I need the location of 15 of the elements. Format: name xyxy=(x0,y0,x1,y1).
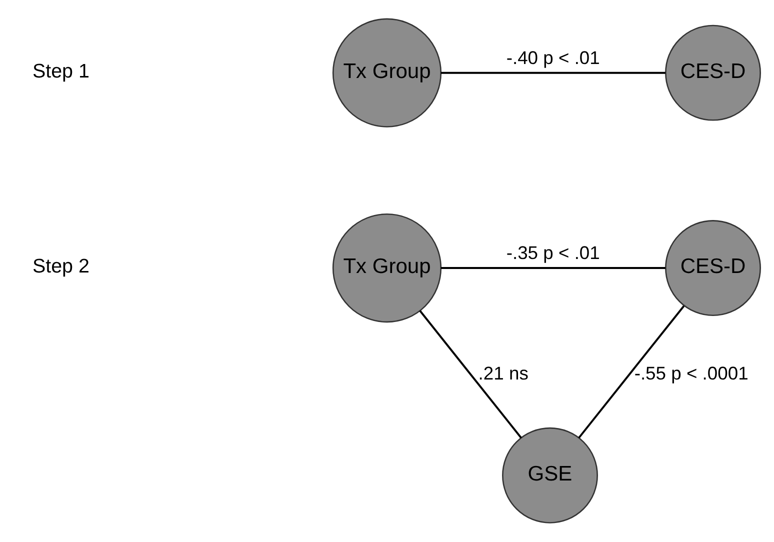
connector xyxy=(419,310,522,438)
edge-label: -.40 p < .01 xyxy=(506,46,600,68)
label: Step 2 xyxy=(32,256,90,278)
node-circle: GSE xyxy=(502,427,598,524)
edge-label: -.35 p < .01 xyxy=(506,242,600,264)
node-circle: Tx Group xyxy=(332,18,442,128)
label: Step 1 xyxy=(32,60,90,82)
node-circle: Tx Group xyxy=(332,213,442,323)
edge-label: .21 ns xyxy=(478,362,528,384)
node-circle: CES-D xyxy=(665,220,761,316)
connector xyxy=(440,267,666,270)
connector xyxy=(578,305,685,438)
node-circle: CES-D xyxy=(665,24,761,121)
connector xyxy=(440,72,666,74)
edge-label: -.55 p < .0001 xyxy=(634,362,748,384)
